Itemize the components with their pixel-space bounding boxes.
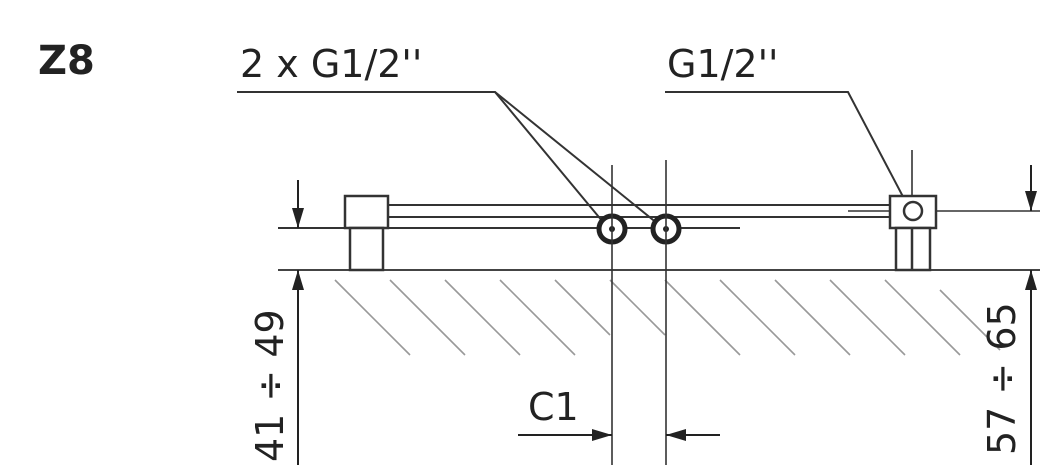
- leader-right: [665, 91, 911, 211]
- callout-right-label: G1/2'': [667, 42, 779, 86]
- wall-hatch: [334, 279, 1001, 356]
- model-code: Z8: [38, 38, 95, 84]
- radiator-rails: [278, 204, 890, 229]
- leader-left-1: [237, 91, 609, 229]
- left-bracket: [343, 194, 390, 272]
- dim-right: [1025, 165, 1037, 465]
- dim-left-text: 41 ÷ 49: [248, 309, 292, 462]
- leader-lines: [237, 91, 911, 229]
- dim-right-text: 57 ÷ 65: [980, 302, 1024, 455]
- dim-spacing: [518, 429, 720, 441]
- right-bracket: [888, 194, 938, 272]
- extension-lines: [611, 150, 1040, 465]
- dim-left: [292, 180, 304, 465]
- callout-left-label: 2 x G1/2'': [240, 42, 422, 86]
- dim-spacing-text: C1: [528, 385, 579, 429]
- leader-left-2: [494, 91, 664, 229]
